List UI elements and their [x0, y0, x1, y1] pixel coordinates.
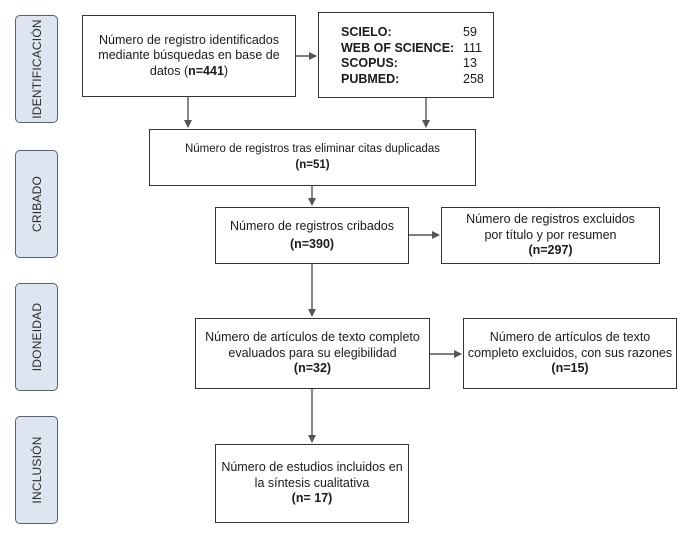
included-line2: la síntesis cualitativa	[254, 475, 370, 490]
screened-line1: Número de registros cribados	[230, 218, 394, 233]
phase-idoneidad: IDONEIDAD	[15, 283, 58, 391]
excluded-line1: Número de registros excluidos	[466, 212, 635, 227]
included-studies-box: Número de estudios incluidos en la sínte…	[215, 444, 409, 523]
source-name: PUBMED:	[341, 71, 400, 86]
screened-count: (n=390)	[289, 237, 335, 251]
source-row: SCOPUS: 13	[319, 56, 493, 72]
source-name: SCOPUS:	[341, 56, 398, 70]
excluded-records-box: Número de registros excluidos por título…	[441, 207, 660, 264]
phase-identificacion: IDENTIFICACIÓN	[15, 15, 58, 123]
identified-line1: Número de registro identificados	[99, 32, 279, 47]
source-name: SCIELO:	[341, 25, 392, 39]
identified-line3: datos (n=441)	[149, 63, 229, 78]
screened-records-box: Número de registros cribados (n=390)	[215, 207, 409, 264]
database-sources-box: SCIELO: 59 WEB OF SCIENCE: 111 SCOPUS: 13 P…	[318, 12, 494, 98]
deduplicated-records-box: Número de registros tras eliminar citas …	[149, 129, 476, 186]
phase-cribado: CRIBADO	[15, 150, 58, 258]
source-count: 59	[463, 25, 477, 39]
source-count: 13	[463, 56, 477, 70]
fulltext-line2: evaluados para su elegibilidad	[228, 345, 397, 360]
source-count: 111	[463, 40, 483, 55]
identified-line2: mediante búsquedas en base de	[98, 48, 280, 63]
excluded-count: (n=297)	[528, 243, 573, 258]
identified-count: n=441	[188, 63, 224, 78]
deduplicated-count: (n=51)	[295, 158, 330, 171]
deduplicated-line1: Número de registros tras eliminar citas …	[184, 143, 441, 155]
fulltext-excluded-line1: Número de artículos de texto	[489, 330, 651, 345]
fulltext-excluded-count: (n=15)	[551, 361, 589, 376]
fulltext-line1: Número de artículos de texto completo	[205, 330, 420, 345]
identified-records-box: Número de registro identificados mediant…	[82, 15, 296, 97]
fulltext-excluded-box: Número de artículos de texto completo ex…	[463, 318, 677, 389]
included-line1: Número de estudios incluidos en	[221, 460, 403, 475]
source-name: WEB OF SCIENCE:	[341, 40, 455, 55]
source-row: PUBMED: 258	[319, 72, 493, 88]
fulltext-excluded-line2: completo excluidos, con sus razones	[467, 345, 673, 360]
source-row: WEB OF SCIENCE: 111	[319, 41, 493, 57]
source-count: 258	[463, 71, 484, 86]
phase-inclusion: INCLUSIÓN	[15, 416, 58, 524]
included-count: (n= 17)	[291, 491, 333, 506]
fulltext-assessed-box: Número de artículos de texto completo ev…	[195, 318, 430, 389]
fulltext-count: (n=32)	[293, 361, 332, 376]
source-row: SCIELO: 59	[319, 25, 493, 41]
excluded-line2: por título y por resumen	[484, 227, 617, 242]
